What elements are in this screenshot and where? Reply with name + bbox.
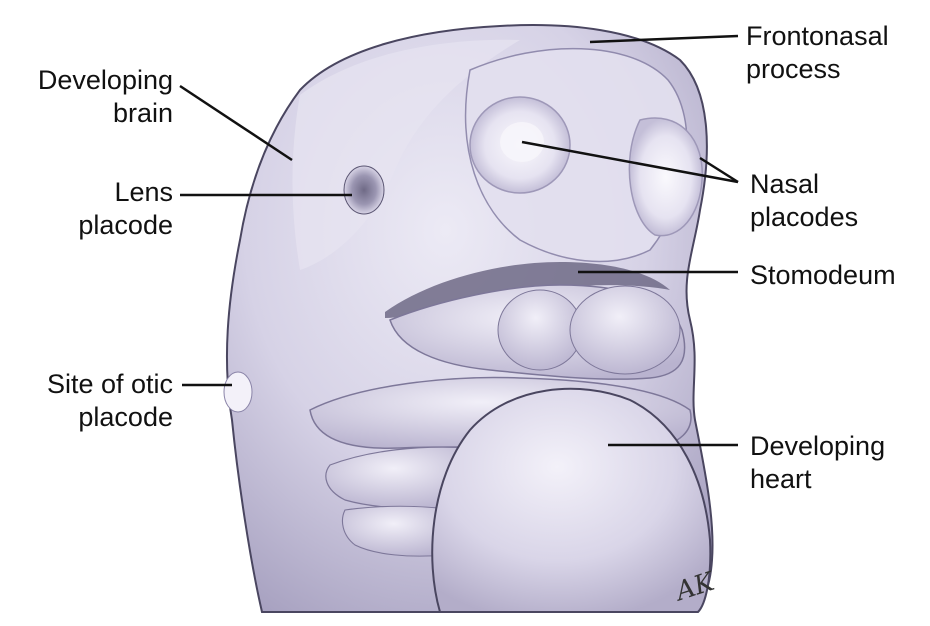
lens-placode-shape bbox=[344, 166, 384, 214]
label-brain-line-2: brain bbox=[10, 97, 173, 130]
otic-placode-site bbox=[224, 372, 252, 412]
nasal-placode-lateral bbox=[629, 118, 702, 236]
label-developing-heart: Developing heart bbox=[750, 430, 885, 496]
label-nasal-line-2: placodes bbox=[750, 201, 858, 234]
label-stomodeum-line-1: Stomodeum bbox=[750, 259, 896, 292]
label-heart-line-2: heart bbox=[750, 463, 885, 496]
leader-brain bbox=[180, 86, 292, 160]
label-frontonasal-line-2: process bbox=[746, 53, 889, 86]
label-frontonasal-process: Frontonasal process bbox=[746, 20, 889, 86]
mandibular-bump-1 bbox=[498, 290, 582, 370]
label-lens-line-1: Lens bbox=[10, 176, 173, 209]
label-stomodeum: Stomodeum bbox=[750, 259, 896, 292]
label-otic-line-2: placode bbox=[10, 401, 173, 434]
label-developing-brain: Developing brain bbox=[10, 64, 173, 130]
label-lens-line-2: placode bbox=[10, 209, 173, 242]
label-nasal-placodes: Nasal placodes bbox=[750, 168, 858, 234]
label-heart-line-1: Developing bbox=[750, 430, 885, 463]
label-brain-line-1: Developing bbox=[10, 64, 173, 97]
label-frontonasal-line-1: Frontonasal bbox=[746, 20, 889, 53]
mandibular-bump-2 bbox=[570, 286, 680, 374]
label-nasal-line-1: Nasal bbox=[750, 168, 858, 201]
label-otic-placode: Site of otic placode bbox=[10, 368, 173, 434]
label-otic-line-1: Site of otic bbox=[10, 368, 173, 401]
label-lens-placode: Lens placode bbox=[10, 176, 173, 242]
